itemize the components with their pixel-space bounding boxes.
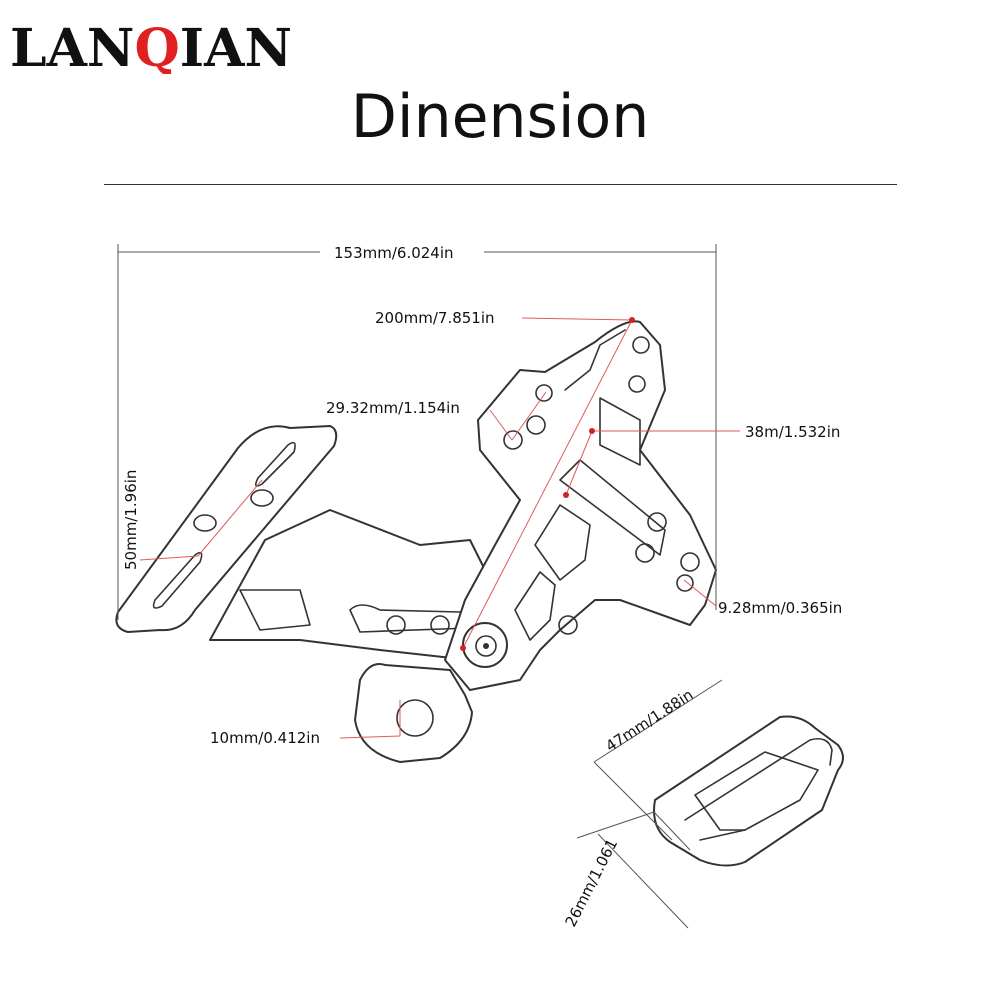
- width-label: 153mm/6.024in: [334, 244, 454, 262]
- length-label: 200mm/7.851in: [375, 309, 495, 327]
- title-divider: [104, 184, 897, 185]
- hole-small-label: 9.28mm/0.365in: [718, 599, 842, 617]
- dimension-lines: [117, 244, 740, 929]
- lanqian-logo: LANQIAN: [10, 18, 292, 74]
- plate-width-label: 38m/1.532in: [745, 423, 840, 441]
- svg-text:LANQIAN: LANQIAN: [10, 18, 292, 74]
- bracket-drawing: [115, 320, 717, 763]
- height-label: 50mm/1.96in: [122, 470, 140, 570]
- page-title: Dinension: [350, 82, 650, 152]
- hole-large-label: 10mm/0.412in: [210, 729, 320, 747]
- light-length-label: 47mm/1.88in: [602, 686, 696, 756]
- slot-label: 29.32mm/1.154in: [326, 399, 460, 417]
- light-width-label: 26mm/1.061: [562, 836, 622, 930]
- license-light-drawing: [653, 715, 844, 867]
